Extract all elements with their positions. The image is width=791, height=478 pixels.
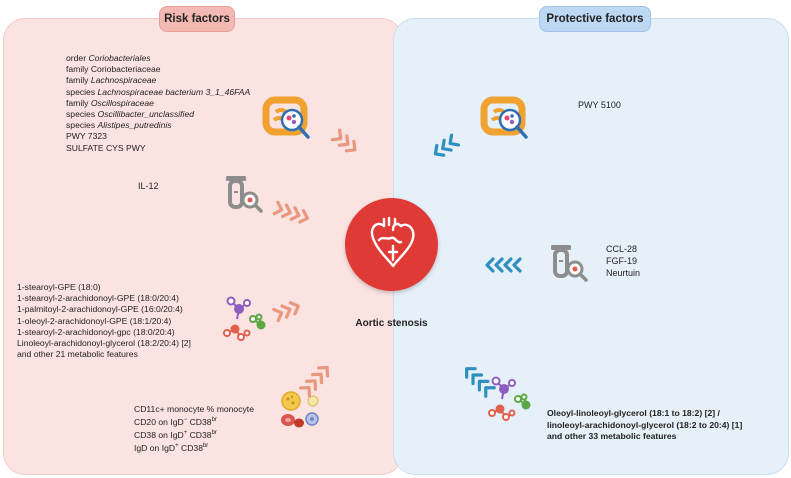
risk-immune-list: CD11c+ monocyte % monocyte CD20 on IgD− … xyxy=(134,403,254,455)
molecule-icon xyxy=(488,376,531,421)
chevron-icon xyxy=(317,365,330,378)
risk-microbiome-item: SULFATE CYS PWY xyxy=(66,142,146,153)
risk-immune-item: CD11c+ monocyte % monocyte xyxy=(134,404,254,414)
chevron-icon xyxy=(485,257,495,273)
risk-microbiome-item: PWY 7323 xyxy=(66,131,107,142)
risk-microbiome-item: order Coriobacteriales xyxy=(66,53,151,63)
risk-metabolite-item: Linoleoyl-arachidonoyl-glycerol (18:2/20… xyxy=(17,337,191,348)
chevron-icon xyxy=(512,257,522,273)
protective-cytokine-list: CCL-28 FGF-19 Neurtuin xyxy=(606,243,640,279)
risk-microbiome-item: species Lachnospiraceae bacterium 3_1_46… xyxy=(66,86,251,97)
chevron-icon xyxy=(288,301,300,316)
risk-metabolite-list: 1-stearoyl-GPE (18:0) 1-stearoyl-2-arach… xyxy=(17,282,191,360)
risk-microbiome-item: species Oscillibacter_unclassified xyxy=(66,108,195,119)
molecule-icon xyxy=(223,296,266,341)
risk-microbiome-item: species Alistipes_putredinis xyxy=(66,120,172,131)
chevron-icon xyxy=(281,203,292,219)
chevron-icon xyxy=(471,373,484,386)
arrow-metabolite-protective xyxy=(465,367,496,398)
risk-metabolite-item: 1-palmitoyl-2-arachidonoyl-GPE (16:0/20:… xyxy=(17,304,183,315)
risk-microbiome-list: order Coriobacteriales family Coriobacte… xyxy=(66,53,250,154)
risk-factors-title: Risk factors xyxy=(159,6,235,32)
chevron-icon xyxy=(304,379,318,391)
cells-icon xyxy=(281,391,319,428)
risk-cytokine-label: IL-12 xyxy=(138,181,159,191)
risk-metabolite-item: 1-stearoyl-2-arachidonoyl-gpc (18:0/20:4… xyxy=(17,326,175,337)
arrow-microbiome-risk xyxy=(330,128,357,153)
arrow-microbiome-protective xyxy=(433,133,461,157)
risk-metabolite-item: 1-stearoyl-2-arachidonoyl-GPE (18:0/20:4… xyxy=(17,293,179,304)
risk-metabolite-item: and other 21 metabolic features xyxy=(17,349,138,360)
intestine-icon xyxy=(262,96,310,139)
protective-metabolite-item: linoleoyl-arachidonoyl-glycerol (18:2 to… xyxy=(547,419,743,430)
chevron-icon xyxy=(280,304,292,319)
risk-immune-item: IgD on IgD+ CD38br xyxy=(134,443,209,453)
chevron-icon xyxy=(298,209,309,224)
risk-microbiome-item: family Coriobacteriaceae xyxy=(66,64,161,75)
arrow-immune-risk xyxy=(298,365,330,398)
arrow-metabolite-risk xyxy=(272,301,300,323)
intestine-icon xyxy=(480,96,528,139)
chevron-icon xyxy=(298,385,312,398)
chevron-icon xyxy=(344,139,357,153)
protective-metabolite-item: and other 33 metabolic features xyxy=(547,431,677,441)
chevron-icon xyxy=(310,372,324,385)
aortic-stenosis-node xyxy=(345,198,438,291)
test-tube-icon xyxy=(226,176,263,213)
heart-icon xyxy=(370,216,415,268)
arrow-cytokine-risk xyxy=(272,200,309,224)
protective-cytokine-item: FGF-19 xyxy=(606,256,638,266)
aortic-stenosis-label: Aortic stenosis xyxy=(355,318,428,329)
risk-immune-item: CD20 on IgD− CD38br xyxy=(134,417,217,427)
protective-factors-panel xyxy=(393,18,789,475)
risk-metabolite-item: 1-oleoyl-2-arachidonoyl-GPE (18:1/20:4) xyxy=(17,315,172,326)
chevron-icon xyxy=(465,367,477,379)
chevron-icon xyxy=(272,200,284,216)
chevron-icon xyxy=(433,143,446,157)
chevron-icon xyxy=(441,138,453,152)
risk-metabolite-item: 1-stearoyl-GPE (18:0) xyxy=(17,282,101,292)
chevron-icon xyxy=(330,128,343,142)
test-tube-icon xyxy=(551,245,588,282)
chevron-icon xyxy=(289,206,301,221)
chevron-icon xyxy=(337,134,350,147)
chevron-icon xyxy=(494,257,504,273)
chevron-icon xyxy=(477,379,490,392)
protective-metabolite-list: Oleoyl-linoleoyl-glycerol (18:1 to 18:2)… xyxy=(547,408,742,443)
chevron-icon xyxy=(503,257,513,273)
risk-immune-item: CD38 on IgD+ CD38br xyxy=(134,430,217,440)
chevron-icon xyxy=(448,133,461,147)
protective-microbiome-label: PWY 5100 xyxy=(578,100,621,110)
protective-factors-title: Protective factors xyxy=(539,6,651,32)
protective-metabolite-item: Oleoyl-linoleoyl-glycerol (18:1 to 18:2)… xyxy=(547,408,720,418)
risk-factors-panel xyxy=(3,18,403,475)
risk-microbiome-item: family Oscillospiraceae xyxy=(66,97,154,108)
protective-cytokine-item: CCL-28 xyxy=(606,244,638,254)
chevron-icon xyxy=(484,386,496,398)
arrow-cytokine-protective xyxy=(485,257,522,273)
protective-cytokine-item: Neurtuin xyxy=(606,268,641,278)
chevron-icon xyxy=(272,307,284,323)
risk-microbiome-item: family Lachnospiraceae xyxy=(66,75,157,86)
